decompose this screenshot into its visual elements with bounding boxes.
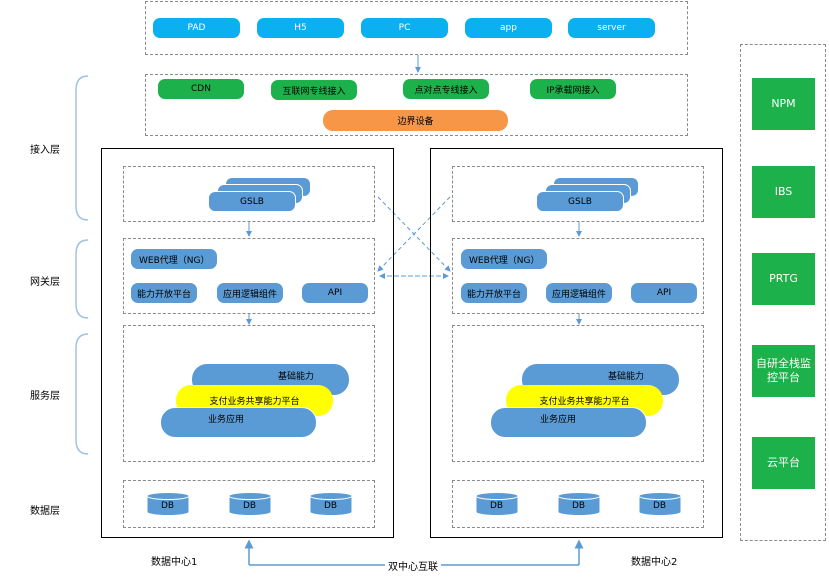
client-pad: PAD [153,18,240,38]
datacenter-1-caption: 数据中心1 [151,557,198,568]
side-cloud-platform: 云平台 [752,437,815,489]
dc2-web-proxy: WEB代理（NG） [461,249,547,269]
datacenter-1 [101,148,394,538]
dc1-gslb: GSLB [208,191,296,212]
interconnect-label: 双中心互联 [385,558,441,573]
client-pc: PC [361,18,448,38]
dc1-base-capability-label: 基础能力 [278,372,315,382]
client-app: app [465,18,552,38]
side-self-monitoring: 自研全栈监控平台 [752,345,815,397]
dc1-api: API [302,283,368,303]
dc2-business-app [490,407,647,438]
dc2-db-2 [557,492,601,516]
datacenter-2-caption: 数据中心2 [631,557,678,568]
dc1-gateway-frame [123,238,375,314]
access-frame [145,74,688,136]
dc2-gslb-frame [452,166,704,222]
edge-device: 边界设备 [323,110,508,131]
dc2-db-1 [475,492,519,516]
layer-label-data: 数据层 [30,506,60,517]
client-frame [145,1,688,55]
datacenter-2 [430,148,723,538]
dc1-db-2-label: DB [243,501,257,511]
dc1-business-app-label: 业务应用 [208,415,245,425]
layer-label-service: 服务层 [30,391,60,402]
dc2-payment-platform-label: 支付业务共享能力平台 [539,397,630,407]
dc1-payment-platform-label: 支付业务共享能力平台 [209,397,300,407]
dc1-business-app [160,407,317,438]
dc2-gslb: GSLB [536,191,624,212]
dc2-base-capability-label: 基础能力 [608,372,645,382]
dc2-db-3 [638,492,682,516]
layer-label-gateway: 网关层 [30,277,60,288]
access-cdn: CDN [158,79,244,99]
access-p2p-line: 点对点专线接入 [403,79,489,99]
dc2-service-frame [452,325,704,462]
dc1-db-2 [228,492,272,516]
dc1-db-1 [146,492,190,516]
dc1-app-logic: 应用逻辑组件 [217,283,283,303]
dc2-db-1-label: DB [490,501,504,511]
dc2-business-app-label: 业务应用 [540,415,577,425]
dc1-data-frame [123,480,375,528]
dc1-capability-platform: 能力开放平台 [131,283,197,303]
dc1-db-1-label: DB [161,501,175,511]
dc2-gateway-frame [452,238,704,314]
dc2-data-frame [452,480,704,528]
dc2-db-2-label: DB [572,501,586,511]
client-h5: H5 [257,18,344,38]
layer-label-access: 接入层 [30,145,60,156]
dc1-db-3 [309,492,353,516]
side-panel [740,44,826,541]
side-ibs: IBS [752,166,815,218]
dc2-capability-platform: 能力开放平台 [461,283,527,303]
dc1-service-frame [123,325,375,462]
dc1-gslb-frame [123,166,375,222]
access-internet-line: 互联网专线接入 [271,80,357,100]
dc1-web-proxy: WEB代理（NG） [131,249,217,269]
dc2-db-3-label: DB [653,501,667,511]
dc2-api: API [631,283,697,303]
client-server: server [568,18,655,38]
dc2-app-logic: 应用逻辑组件 [546,283,612,303]
side-npm: NPM [752,78,815,130]
dc1-db-3-label: DB [324,501,338,511]
access-ip-network: IP承载网接入 [530,79,616,99]
side-prtg: PRTG [752,253,815,305]
